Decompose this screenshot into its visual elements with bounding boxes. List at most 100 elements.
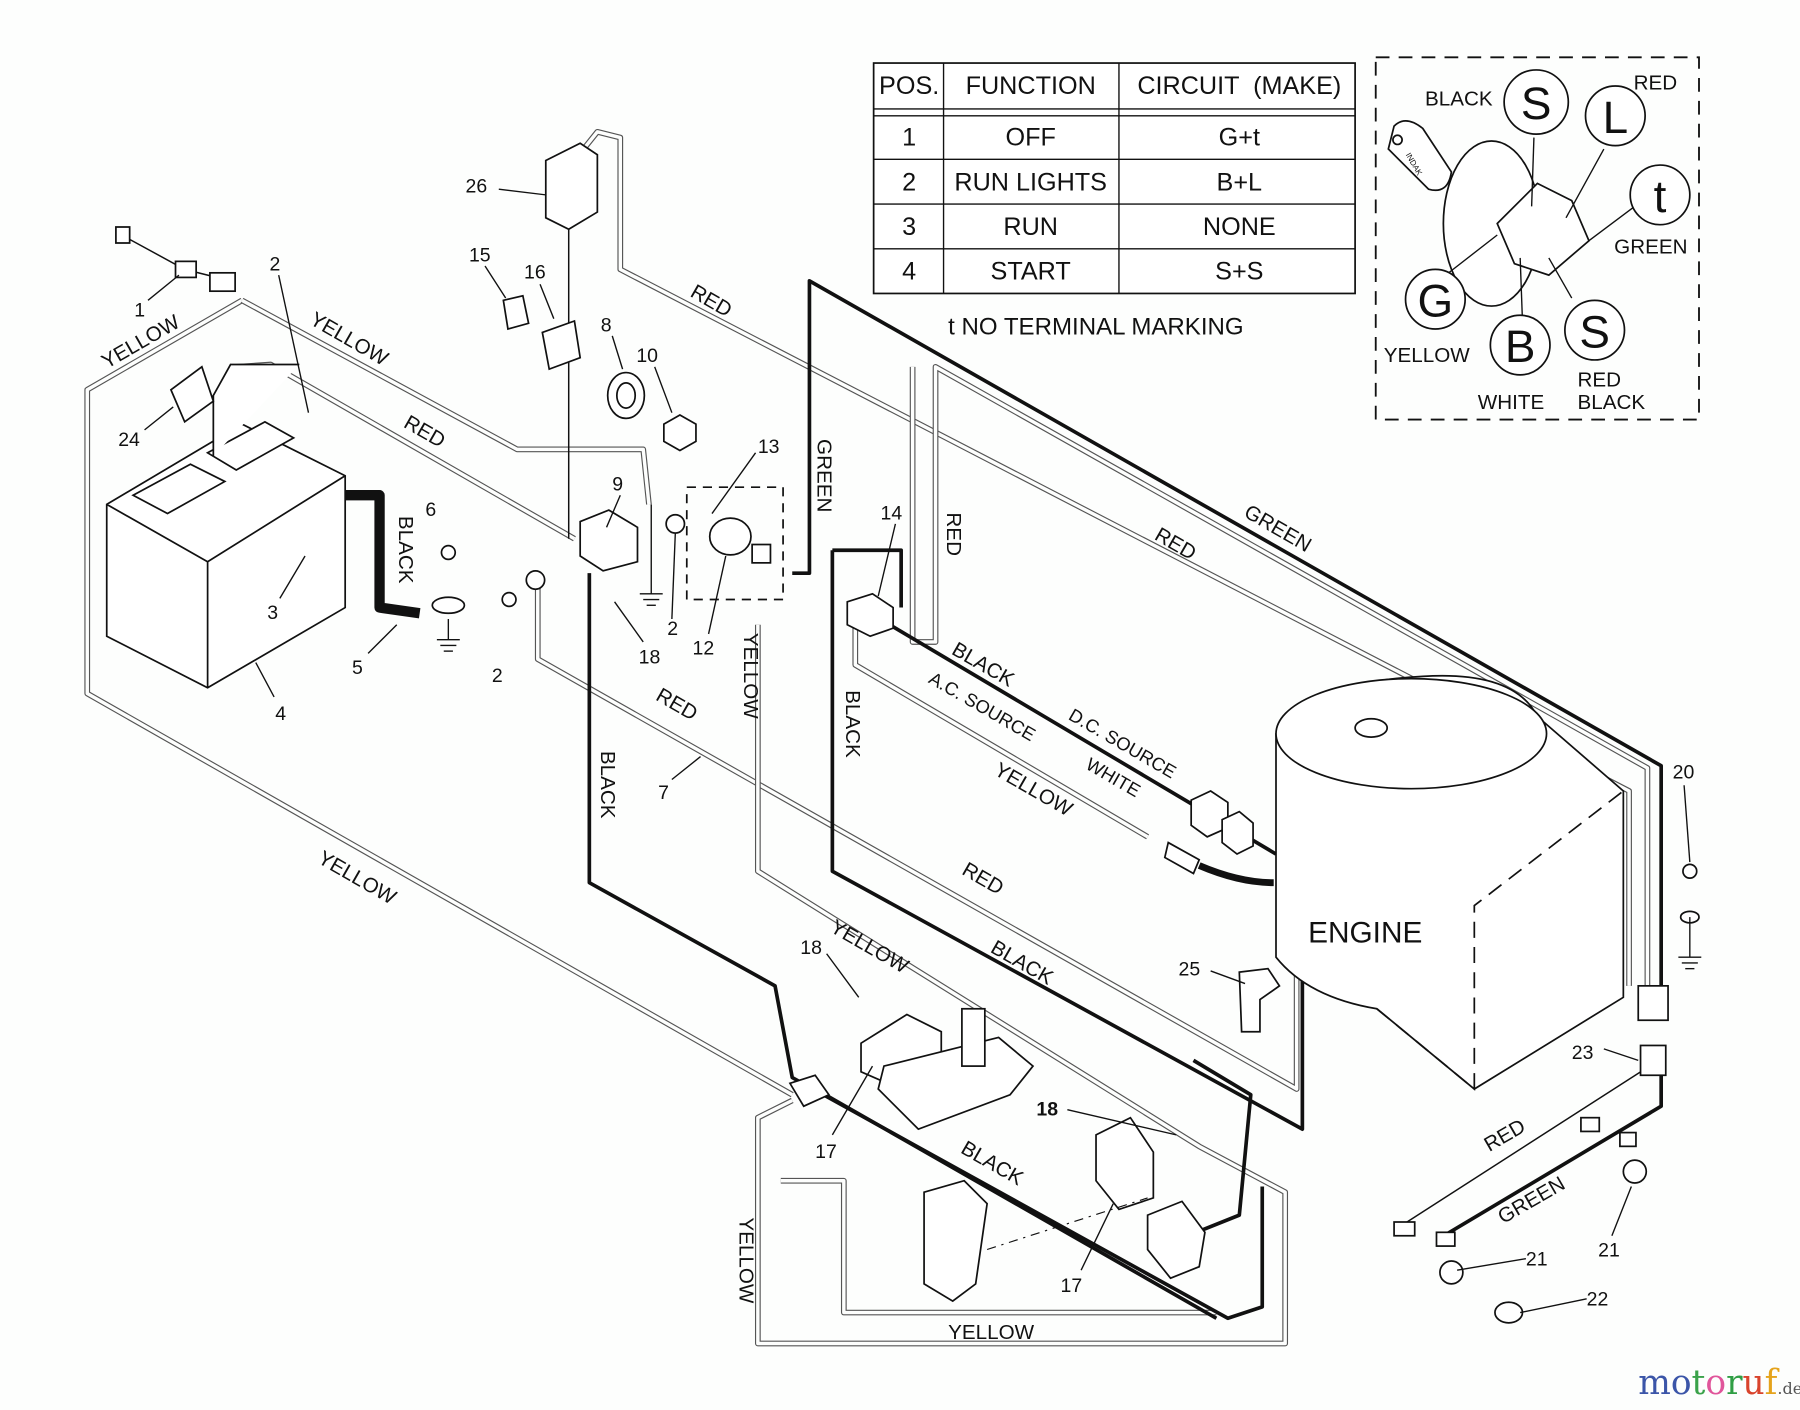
part-number: 2 (270, 254, 281, 276)
connector-1 (115, 226, 236, 293)
wire-label: YELLOW (826, 915, 912, 978)
interlock-switch-17-lower (923, 1116, 1206, 1303)
watermark-letter: t (1692, 1363, 1706, 1403)
wire-label: RED (1480, 1115, 1529, 1157)
wire-label: BLACK (596, 751, 619, 819)
watermark-letter: o (1705, 1363, 1726, 1403)
wire-label: YELLOW (948, 1321, 1034, 1344)
black-wire-seat (814, 1058, 1253, 1320)
watermark-suffix: .de (1777, 1379, 1800, 1398)
wire-label: RED (652, 684, 701, 726)
wire-label: BLACK (394, 516, 417, 584)
part-number: 9 (612, 474, 623, 496)
color-label: RED (1577, 368, 1621, 391)
terminal-letter: S (1579, 305, 1610, 357)
cell-function: RUN LIGHTS (954, 168, 1107, 196)
part-number: 17 (815, 1141, 837, 1163)
color-label: WHITE (1478, 391, 1544, 414)
black-wire-main (792, 279, 1664, 986)
wire-label: RED (400, 411, 449, 453)
nut-10 (662, 413, 697, 452)
part-25 (1238, 967, 1281, 1033)
watermark-letter: r (1726, 1363, 1743, 1403)
black-wire-14 (830, 548, 1305, 1131)
cell-circuit: NONE (1203, 213, 1276, 241)
part-number: 12 (693, 638, 715, 660)
table-header-row: POS. FUNCTION CIRCUIT (MAKE) (879, 72, 1341, 100)
cell-function: RUN (1003, 213, 1058, 241)
terminal-letter: t (1654, 170, 1667, 222)
part-number: 4 (275, 703, 286, 725)
part-number: 18 (800, 937, 822, 959)
part-number: 21 (1598, 1239, 1620, 1261)
cell-pos: 4 (902, 258, 916, 286)
wire-label: RED (958, 858, 1007, 900)
yellow-wire-lower (754, 624, 1289, 1347)
part-15 (502, 294, 530, 331)
part-number: 21 (1526, 1249, 1548, 1271)
watermark-logo: motoruf.de (1638, 1363, 1800, 1403)
watermark-letter: o (1671, 1363, 1692, 1403)
yellow-wire-left (84, 297, 794, 1098)
header-function: FUNCTION (966, 72, 1096, 100)
part-callouts: 1 2 24 3 4 5 6 2 26 15 16 8 10 9 13 2 12… (118, 176, 1695, 1314)
part-number: 8 (601, 314, 612, 336)
ground-symbol-2 (639, 504, 663, 606)
wire-label: RED (942, 512, 965, 556)
terminal-leaders (1445, 137, 1636, 322)
red-wire-7 (534, 584, 1300, 1092)
part-number: 20 (1673, 761, 1695, 783)
wire-label: BLACK (841, 690, 864, 758)
part-number: 10 (636, 345, 658, 367)
terminal-letter: G (1418, 274, 1454, 326)
green-wire-engine (909, 363, 1651, 986)
cell-function: OFF (1005, 124, 1055, 152)
cell-pos: 1 (902, 124, 916, 152)
ac-source-wire (852, 624, 1150, 840)
terminal-letter: S (1521, 77, 1552, 129)
ground-terminal-6 (431, 544, 466, 652)
motoruf-watermark: motoruf.de (1638, 1363, 1800, 1403)
table-row: 4 START S+S (902, 258, 1263, 286)
part-number: 23 (1572, 1042, 1594, 1064)
interlock-switch-17-upper (788, 1007, 1035, 1131)
part-number: 6 (425, 499, 436, 521)
color-label: RED (1634, 71, 1678, 94)
part-number: 22 (1587, 1289, 1609, 1311)
part-number: 2 (667, 618, 678, 640)
terminal-s-redblack: S (1564, 299, 1626, 361)
table-row: 3 RUN NONE (902, 213, 1276, 241)
connector-23 (1637, 984, 1669, 1077)
cell-function: START (991, 258, 1071, 286)
header-circuit: CIRCUIT (MAKE) (1137, 72, 1341, 100)
watermark-letter: f (1765, 1363, 1780, 1403)
ignition-key: INDAK (1387, 120, 1590, 307)
part-number: 1 (134, 299, 145, 321)
wire-label: BLACK (957, 1136, 1027, 1190)
terminal-b-white: B (1489, 314, 1551, 376)
cell-circuit: G+t (1219, 124, 1260, 152)
terminal-t-green: t (1629, 164, 1691, 226)
wire-label: YELLOW (739, 633, 762, 719)
watermark-letter: u (1743, 1363, 1765, 1403)
ground-20 (1678, 863, 1702, 970)
part-number: 7 (658, 782, 669, 804)
part-number: 14 (881, 502, 903, 524)
wire-label: YELLOW (314, 846, 400, 909)
part-number: 15 (469, 244, 491, 266)
terminal-l-red: L (1584, 85, 1646, 147)
table-row: 2 RUN LIGHTS B+L (902, 168, 1262, 196)
relay-26 (544, 142, 599, 231)
terminal-g-yellow: G (1404, 268, 1467, 330)
table-footnote: t NO TERMINAL MARKING (948, 314, 1243, 341)
cell-pos: 2 (902, 168, 916, 196)
engine: ENGINE (1275, 674, 1625, 1091)
watermark-letter: m (1638, 1363, 1671, 1403)
table-row: 1 OFF G+t (902, 124, 1260, 152)
part-number: 18 (1036, 1098, 1058, 1120)
part-number: 3 (267, 602, 278, 624)
switch-function-table: POS. FUNCTION CIRCUIT (MAKE) 1 OFF G+t 2… (872, 62, 1356, 341)
part-number: 26 (466, 176, 488, 198)
wire-label: GREEN (812, 439, 835, 512)
